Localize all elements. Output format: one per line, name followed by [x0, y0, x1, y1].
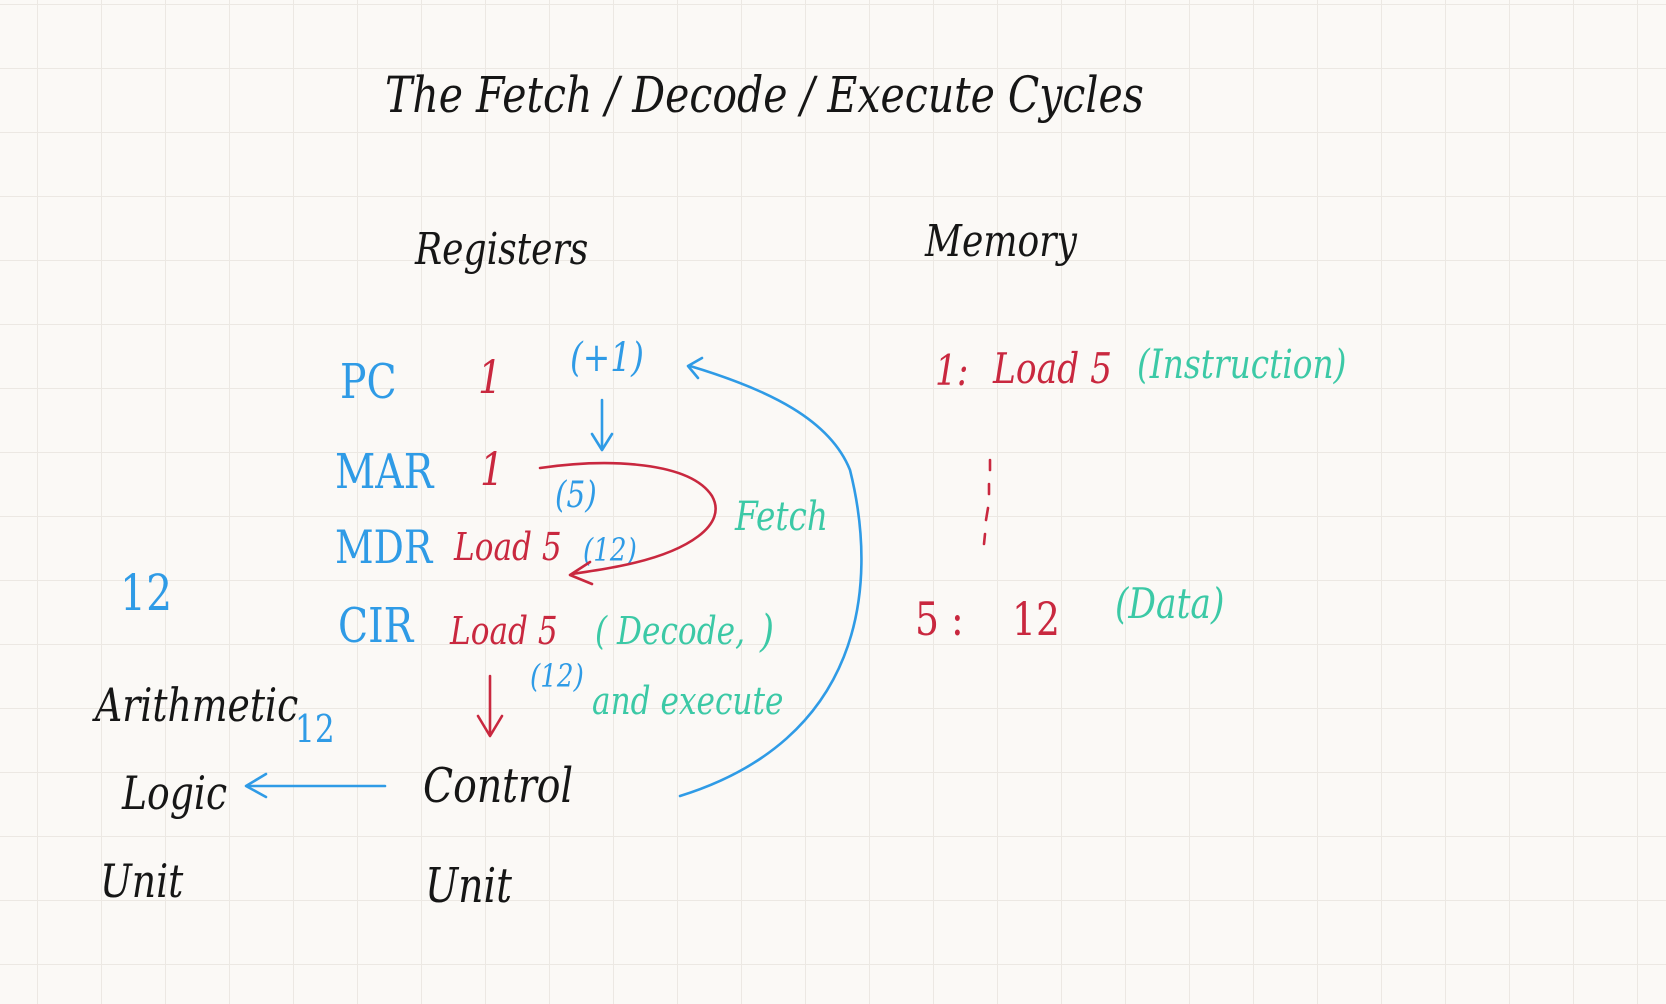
- memory-ellipsis: [982, 458, 992, 546]
- mdr-data-label: (12): [583, 531, 637, 569]
- memory-address-1: 1:: [935, 346, 969, 395]
- memory-address-5: 5 :: [915, 592, 964, 646]
- register-name-cir: CIR: [338, 598, 414, 654]
- decode-close-paren: ): [760, 606, 775, 657]
- cir-to-control-arrow: [476, 674, 504, 738]
- register-name-mar: MAR: [335, 444, 434, 500]
- alu-value-label: 12: [120, 564, 173, 622]
- control-to-alu-arrow: [244, 772, 387, 799]
- memory-note-5: (Data): [1115, 579, 1225, 628]
- alu-arrow-value-label: 12: [295, 707, 335, 751]
- memory-content-1: Load 5: [993, 344, 1113, 393]
- register-value-pc: 1: [478, 350, 503, 404]
- register-name-mdr: MDR: [335, 520, 433, 574]
- register-value-mdr: Load 5: [454, 525, 562, 569]
- alu-line1: Arithmetic: [95, 678, 299, 732]
- control-unit-line2: Unit: [425, 858, 512, 914]
- memory-heading: Memory: [925, 216, 1077, 267]
- memory-note-1: (Instruction): [1137, 342, 1347, 388]
- cir-data-label: (12): [530, 657, 584, 695]
- register-name-pc: PC: [340, 354, 397, 410]
- page-title: The Fetch / Decode / Execute Cycles: [385, 66, 1144, 124]
- increment-label: (+1): [570, 335, 644, 381]
- control-unit-line1: Control: [423, 758, 574, 814]
- and-execute-label: and execute: [592, 679, 784, 723]
- register-value-cir: Load 5: [450, 609, 558, 653]
- mar-address-label: (5): [555, 475, 597, 516]
- alu-line3: Unit: [100, 854, 184, 908]
- decode-label: ( Decode,: [595, 609, 745, 653]
- pc-to-mar-arrow: [590, 398, 614, 452]
- memory-content-5: 12: [1012, 592, 1061, 646]
- control-to-pc-return-arrow: [678, 356, 863, 798]
- register-value-mar: 1: [480, 442, 505, 496]
- alu-line2: Logic: [122, 766, 228, 820]
- fetch-label: Fetch: [735, 494, 829, 540]
- fetch-loop-arrow: [538, 461, 717, 586]
- registers-heading: Registers: [415, 224, 589, 275]
